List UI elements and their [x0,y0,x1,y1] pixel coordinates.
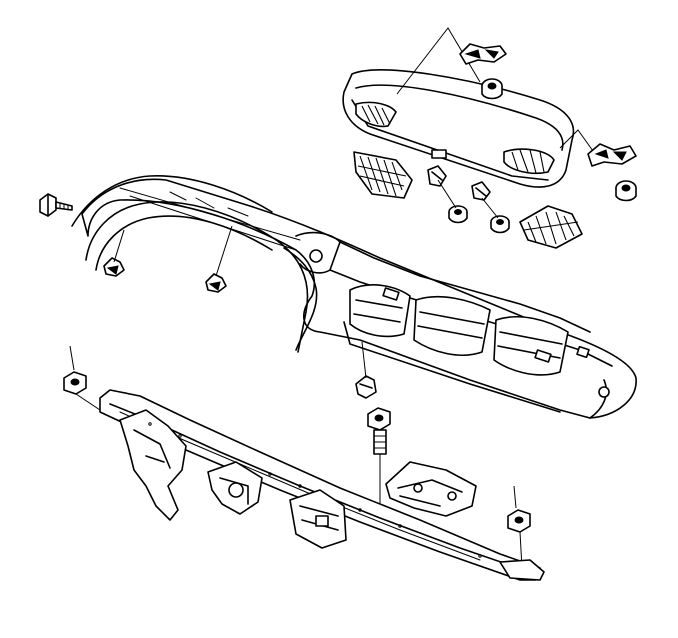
defroster-trim-panel [342,69,575,188]
retainer-clip-left [427,165,447,187]
clip-upper-right [587,143,637,167]
screw-left [39,193,73,217]
clip-under-pad-front [355,375,377,399]
nut-upper-left [481,78,503,100]
retainer-clip-right [471,181,491,201]
nut-upper-right [615,180,637,202]
clip-upper-left [459,43,507,65]
clip-under-pad-center [205,273,227,293]
nut-mid-right [490,215,510,234]
bolt-center [367,407,391,504]
nut-lower-right [507,485,531,569]
cross-car-beam [99,389,545,581]
nut-lower-left [63,345,101,411]
leader-lines-upper [396,27,599,159]
clip-under-pad-left [103,257,125,277]
nut-mid-left [448,205,468,224]
vent-grille-right [519,205,583,249]
instrument-panel-pad [71,175,637,419]
vent-grille-left [353,151,413,199]
